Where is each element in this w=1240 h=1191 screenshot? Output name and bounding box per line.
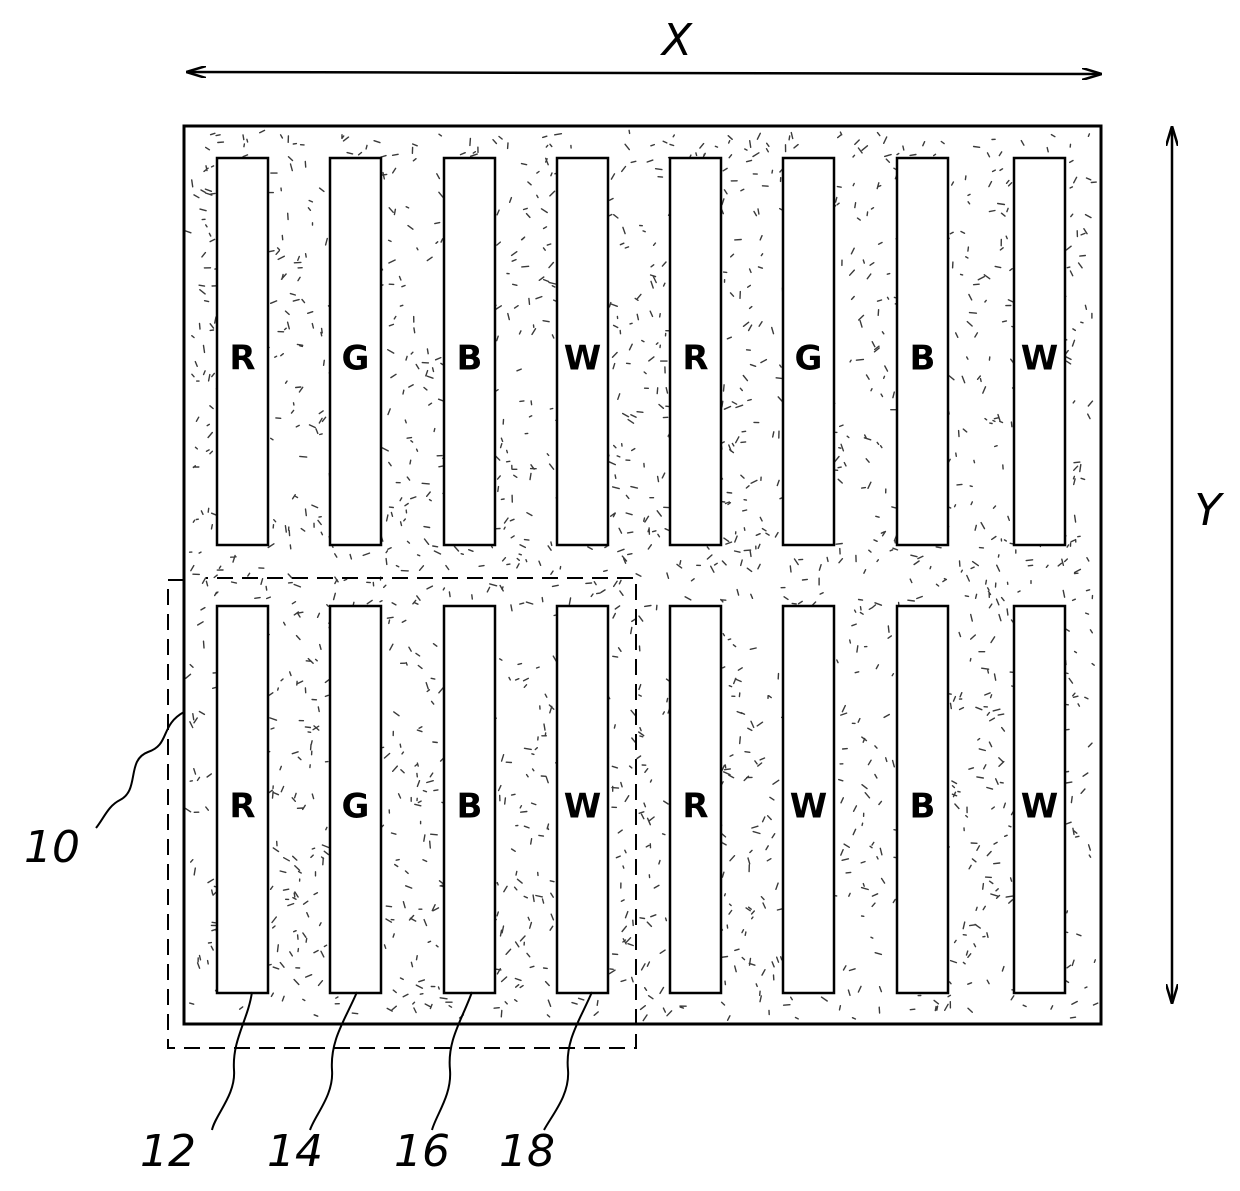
stipple-marks — [185, 130, 1097, 1020]
subpixel-label-row1-col2: G — [342, 339, 370, 379]
leader-line-12 — [212, 992, 252, 1130]
subpixel-label-row2-col6: W — [790, 787, 828, 827]
subpixel-label-row1-col7: B — [910, 339, 936, 379]
subpixel-label-row2-col1: R — [229, 787, 255, 827]
subpixel-label-row2-col4: W — [564, 787, 602, 827]
leader-line-14 — [310, 992, 357, 1130]
leader-line-10 — [96, 712, 184, 828]
subpixel-label-row2-col2: G — [342, 787, 370, 827]
leader-line-16 — [432, 992, 472, 1130]
reference-numeral-10: 10 — [24, 822, 80, 873]
subpixel-label-row1-col6: G — [795, 339, 823, 379]
subpixel-label-row2-col3: B — [457, 787, 483, 827]
y-axis-label: Y — [1195, 485, 1225, 536]
display-panel-outline — [184, 126, 1101, 1024]
reference-numeral-12: 12 — [140, 1126, 196, 1177]
subpixel-label-row1-col5: R — [682, 339, 708, 379]
subpixel-label-row1-col3: B — [457, 339, 483, 379]
subpixel-label-row1-col1: R — [229, 339, 255, 379]
subpixel-label-row2-col7: B — [910, 787, 936, 827]
subpixel-label-row2-col5: R — [682, 787, 708, 827]
subpixel-label-row2-col8: W — [1021, 787, 1059, 827]
reference-numeral-18: 18 — [499, 1126, 555, 1177]
subpixel-label-row1-col4: W — [564, 339, 602, 379]
subpixel-label-row1-col8: W — [1021, 339, 1059, 379]
stippled-substrate — [185, 130, 1097, 1020]
reference-numeral-16: 16 — [394, 1126, 450, 1177]
leader-line-18 — [544, 992, 592, 1130]
x-direction-arrow — [188, 72, 1100, 74]
reference-numeral-14: 14 — [267, 1126, 323, 1177]
x-axis-label: X — [660, 15, 693, 66]
